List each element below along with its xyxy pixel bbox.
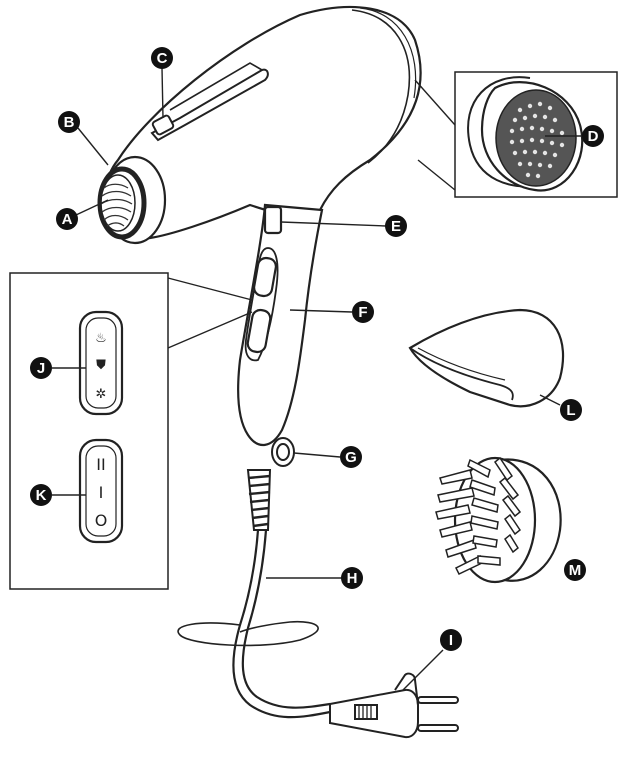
svg-text:A: A: [62, 211, 73, 228]
diffuser-attachment: [435, 456, 562, 584]
speed-high-symbol: II: [96, 455, 105, 474]
svg-text:M: M: [569, 562, 582, 579]
svg-text:H: H: [347, 570, 358, 587]
callout-D: D: [582, 125, 604, 147]
svg-text:G: G: [345, 449, 357, 466]
svg-text:B: B: [64, 114, 75, 131]
callout-K: K: [30, 484, 52, 506]
svg-text:L: L: [566, 402, 575, 419]
concentrator-nozzle: [408, 308, 565, 408]
cord-strain-relief: [246, 469, 272, 531]
controls-detail-inset: ♨ ⛊ ✲ II I O: [9, 272, 253, 590]
callout-G: G: [340, 446, 362, 468]
svg-text:C: C: [157, 50, 168, 67]
dryer-handle: [236, 203, 324, 446]
cold-shot-slider: [150, 62, 269, 142]
svg-text:I: I: [449, 632, 453, 649]
svg-text:D: D: [588, 128, 599, 145]
heat-high-icon: ♨: [95, 331, 107, 346]
callout-H: H: [341, 567, 363, 589]
svg-text:K: K: [36, 487, 47, 504]
callout-I: I: [440, 629, 462, 651]
speed-low-symbol: I: [99, 483, 104, 502]
filter-detail-inset: [414, 71, 618, 198]
off-symbol: O: [95, 511, 108, 530]
svg-text:E: E: [391, 218, 401, 235]
callout-F: F: [352, 301, 374, 323]
callout-B: B: [58, 111, 80, 133]
hanging-loop: [271, 437, 295, 467]
callout-L: L: [560, 399, 582, 421]
cool-air-icon: ✲: [96, 387, 107, 402]
callout-M: M: [564, 559, 586, 581]
callout-E: E: [385, 215, 407, 237]
callout-A: A: [56, 208, 78, 230]
callout-J: J: [30, 357, 52, 379]
svg-text:J: J: [37, 360, 45, 377]
heat-medium-icon: ⛊: [96, 358, 106, 373]
front-nozzle: [97, 155, 167, 245]
power-cord: [177, 529, 331, 719]
callout-leaders: [52, 67, 582, 691]
svg-text:F: F: [358, 304, 367, 321]
callout-C: C: [151, 47, 173, 69]
power-plug: [329, 672, 459, 739]
